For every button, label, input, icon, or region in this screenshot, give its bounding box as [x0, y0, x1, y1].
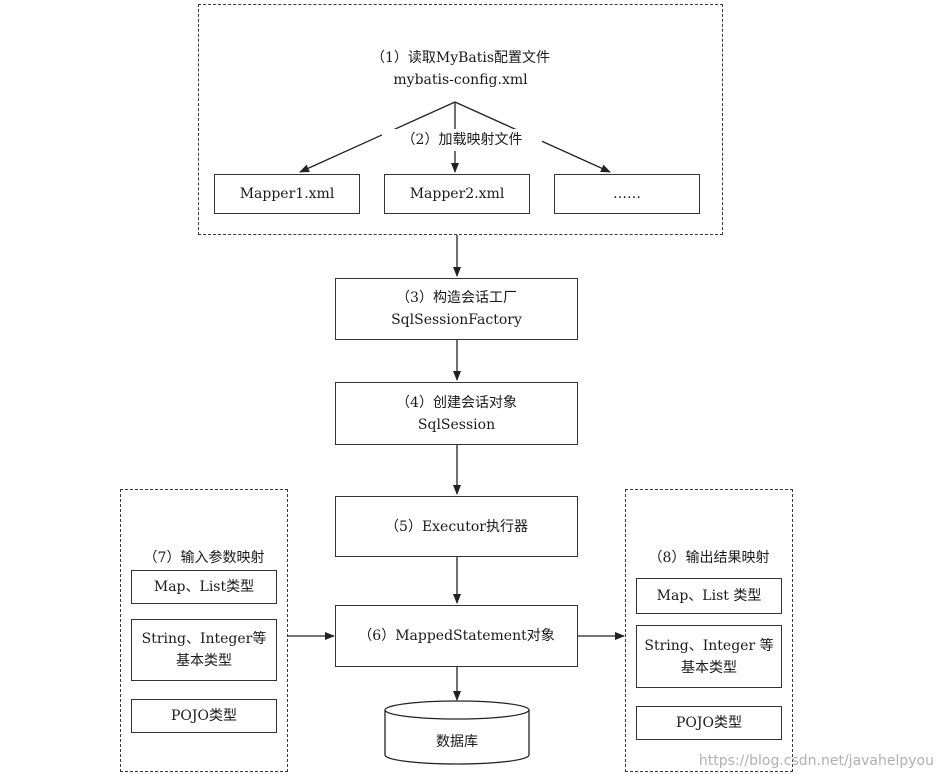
input-item-pojo-label: POJO类型 [171, 708, 237, 724]
session-title: （4）创建会话对象 [396, 394, 517, 411]
output-item-basic-types-line1: String、Integer 等 [644, 637, 774, 654]
input-item-basic-types-line2: 基本类型 [176, 653, 232, 669]
mapper-box-more: …… [554, 174, 700, 214]
input-mapping-region [120, 489, 288, 772]
config-region [198, 4, 723, 235]
output-item-pojo-label: POJO类型 [676, 715, 742, 731]
executor-title: （5）Executor执行器 [385, 518, 528, 535]
input-mapping-title: （7）输入参数映射 [143, 550, 265, 566]
output-item-pojo: POJO类型 [636, 706, 782, 740]
mapper-label-2: Mapper2.xml [409, 186, 505, 202]
output-item-basic-types: String、Integer 等 基本类型 [636, 625, 782, 688]
executor-box: （5）Executor执行器 [335, 496, 578, 557]
watermark: https://blog.csdn.net/javahelpyou [698, 753, 934, 769]
database-label: 数据库 [436, 734, 478, 750]
sqlsession-box: （4）创建会话对象 SqlSession [335, 382, 578, 445]
mappedstatement-box: （6）MappedStatement对象 [335, 605, 578, 667]
mapper-label-more: …… [613, 186, 641, 202]
input-item-pojo: POJO类型 [131, 699, 277, 733]
load-mappers-label: （2）加载映射文件 [382, 129, 542, 151]
mapper-label-1: Mapper1.xml [239, 186, 335, 202]
output-mapping-title: （8）输出结果映射 [648, 550, 770, 566]
session-name: SqlSession [417, 416, 496, 433]
config-filename: mybatis-config.xml [393, 72, 528, 88]
config-title: （1）读取MyBatis配置文件 [370, 50, 551, 66]
input-item-basic-types-line1: String、Integer等 [141, 631, 267, 647]
statement-title: （6）MappedStatement对象 [358, 628, 555, 644]
factory-title: （3）构造会话工厂 [396, 290, 517, 306]
sqlsessionfactory-box: （3）构造会话工厂 SqlSessionFactory [335, 278, 578, 340]
output-item-map-list-label: Map、List 类型 [656, 588, 762, 604]
output-item-basic-types-line2: 基本类型 [681, 659, 737, 676]
input-item-map-list-label: Map、List类型 [153, 579, 255, 595]
input-item-basic-types: String、Integer等 基本类型 [131, 619, 277, 681]
output-item-map-list: Map、List 类型 [636, 578, 782, 614]
arrow-config-to-mapper1 [299, 101, 456, 173]
output-mapping-region [625, 489, 793, 772]
mapper-box-1: Mapper1.xml [214, 174, 360, 214]
mapper-box-2: Mapper2.xml [384, 174, 530, 214]
database-cylinder [384, 700, 530, 765]
factory-name: SqlSessionFactory [391, 312, 522, 328]
input-item-map-list: Map、List类型 [131, 570, 277, 604]
